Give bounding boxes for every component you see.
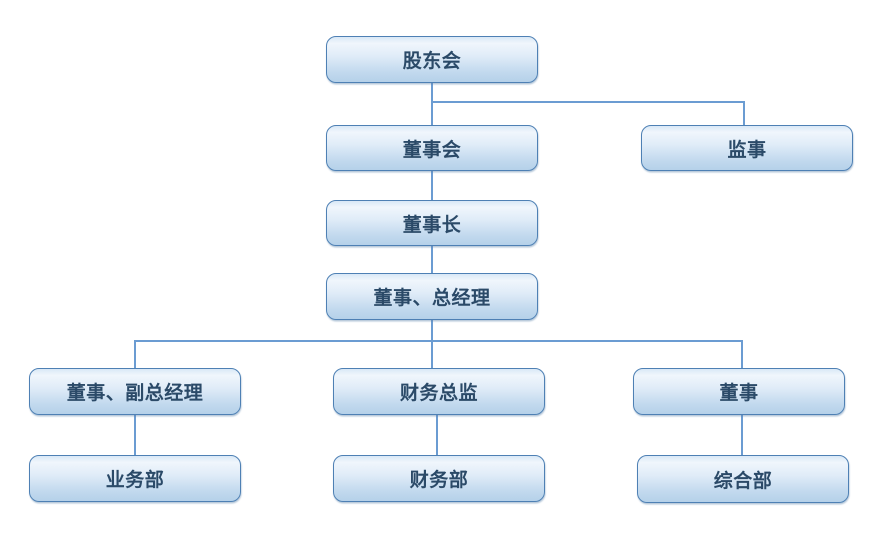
org-node-label: 董事长 [402, 214, 462, 236]
org-node-shareholders[interactable]: 股东会 [326, 36, 538, 83]
org-node-label: 综合部 [713, 470, 773, 492]
org-node-supervisor[interactable]: 监事 [641, 125, 853, 171]
org-node-cfo[interactable]: 财务总监 [333, 368, 545, 415]
org-node-general-dept[interactable]: 综合部 [637, 455, 849, 503]
org-node-gm[interactable]: 董事、总经理 [326, 273, 538, 320]
org-node-label: 董事、总经理 [373, 288, 491, 309]
connector-chairman-to-gm [431, 246, 433, 274]
org-node-label: 股东会 [402, 51, 462, 72]
connector-shareholders-to-supervisor [743, 101, 745, 126]
connector-gm-to-deputy-gm [134, 340, 743, 342]
org-node-label: 董事会 [402, 139, 462, 161]
connector-deputy-gm-to-business-dept [134, 415, 136, 456]
connector-shareholders-to-supervisor [431, 101, 745, 103]
org-node-director[interactable]: 董事 [633, 368, 845, 415]
org-node-label: 财务总监 [399, 383, 478, 404]
connector-board-to-chairman [431, 171, 433, 201]
connector-gm-to-cfo [431, 340, 433, 369]
connector-gm-to-deputy-gm [134, 340, 136, 369]
connector-shareholders-to-board [431, 82, 433, 126]
connector-gm-to-deputy-gm [431, 320, 433, 341]
org-node-label: 财务部 [409, 470, 469, 491]
org-node-label: 监事 [727, 139, 767, 161]
org-node-board[interactable]: 董事会 [326, 125, 538, 171]
connector-gm-to-director [741, 340, 743, 369]
org-node-business-dept[interactable]: 业务部 [29, 455, 241, 502]
org-node-label: 业务部 [105, 470, 165, 491]
org-node-chairman[interactable]: 董事长 [326, 200, 538, 246]
connector-cfo-to-finance-dept [436, 415, 438, 456]
org-node-label: 董事 [719, 383, 759, 404]
org-node-deputy-gm[interactable]: 董事、副总经理 [29, 368, 241, 415]
connector-director-to-general-dept [741, 415, 743, 456]
org-node-finance-dept[interactable]: 财务部 [333, 455, 545, 502]
org-node-label: 董事、副总经理 [66, 383, 204, 404]
